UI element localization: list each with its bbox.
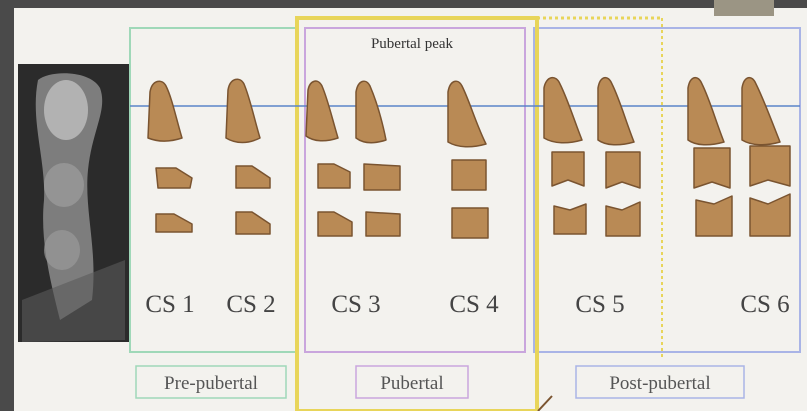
stage-label-cs5: CS 5 [575,291,624,318]
corner-tab [714,0,774,16]
peak-title: Pubertal peak [371,36,454,52]
stage-label-cs2: CS 2 [226,291,275,318]
stage-label-cs1: CS 1 [145,291,194,318]
diagram-panel [14,8,807,411]
phase-label-post-pubertal: Post-pubertal [609,373,710,394]
phase-label-pre-pubertal: Pre-pubertal [164,373,258,394]
cs3-c3b-vertebra [364,164,400,190]
stage-label-cs6: CS 6 [740,291,789,318]
phase-labels: Pre-pubertal Pubertal Post-pubertal [164,373,711,394]
cs3-c4b-vertebra [366,212,400,236]
cs6-c3-vertebra [694,148,730,188]
xray-image [18,64,130,342]
cs5-c3b-vertebra [606,152,640,188]
stage-label-cs3: CS 3 [331,291,380,318]
cs6-c3b-vertebra [750,146,790,186]
cs4-c3-vertebra [452,160,486,190]
cs4-c4-vertebra [452,208,488,238]
phase-label-pubertal: Pubertal [380,373,443,394]
stage-label-cs4: CS 4 [449,291,499,318]
